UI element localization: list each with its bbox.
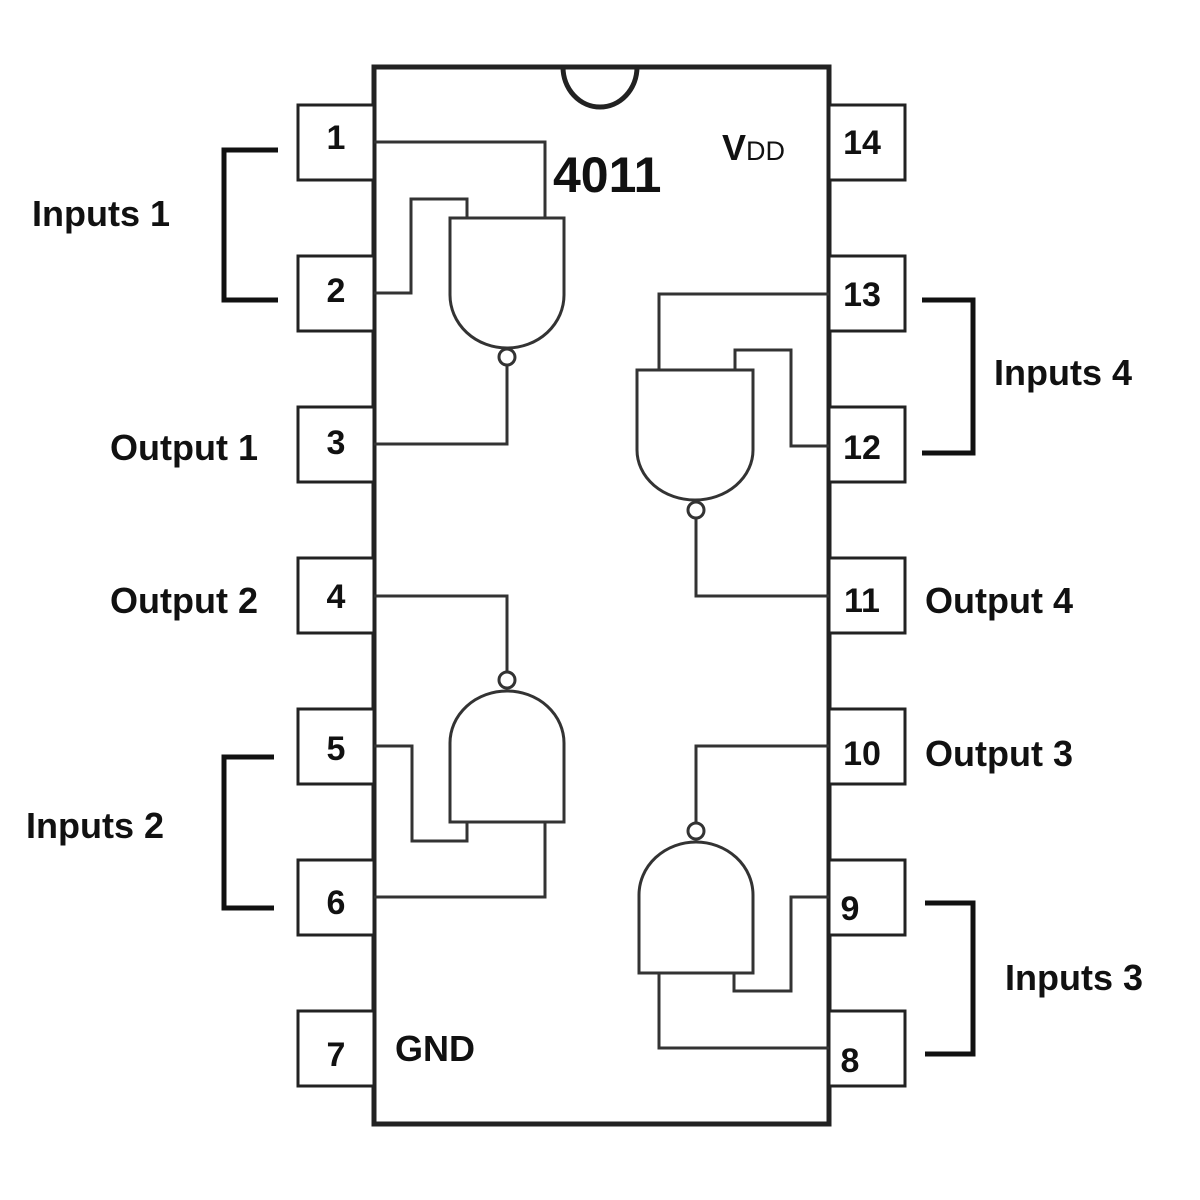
pin-9 [827, 858, 907, 937]
pin-number: 8 [841, 1042, 860, 1080]
pin-1 [296, 103, 376, 182]
pin-number: 3 [327, 424, 346, 462]
pin-14 [827, 103, 907, 182]
chip-notch [560, 66, 640, 110]
vdd-label: VDD [722, 127, 785, 168]
pin-number: 2 [327, 272, 346, 310]
bracket-inputs-1 [221, 147, 278, 303]
label-inputs-2: Inputs 2 [26, 805, 164, 846]
pin-number: 9 [841, 890, 860, 928]
pin-number: 5 [327, 730, 346, 768]
nand-gate-1 [374, 140, 566, 446]
pin-number: 10 [843, 735, 881, 773]
label-output-4: Output 4 [925, 580, 1073, 621]
pin-7 [296, 1009, 376, 1088]
bracket-inputs-3 [925, 900, 976, 1057]
pin-number: 11 [844, 582, 880, 620]
nand-gate-4 [635, 292, 829, 598]
pin-number: 13 [843, 276, 881, 314]
label-inputs-3: Inputs 3 [1005, 957, 1143, 998]
label-inputs-1: Inputs 1 [32, 193, 170, 234]
label-inputs-4: Inputs 4 [994, 352, 1132, 393]
label-output-1: Output 1 [110, 427, 258, 468]
nand-gate-3 [637, 744, 829, 1050]
pin-number: 6 [327, 884, 346, 922]
pin-number: 14 [843, 124, 881, 162]
pin-number: 1 [327, 119, 346, 157]
bracket-inputs-2 [221, 754, 274, 911]
pin-12 [827, 405, 907, 484]
pin-number: 12 [843, 429, 881, 467]
pin-number: 4 [327, 578, 346, 616]
pin-11 [827, 556, 907, 635]
right-pins: 14 13 12 11 10 9 8 [827, 103, 907, 1088]
bracket-inputs-4 [922, 297, 976, 456]
label-output-2: Output 2 [110, 580, 258, 621]
label-output-3: Output 3 [925, 733, 1073, 774]
pin-number: 7 [327, 1036, 346, 1074]
gnd-label: GND [395, 1028, 475, 1069]
part-number: 4011 [553, 147, 661, 203]
left-pins: 1 2 3 4 5 6 7 [296, 103, 376, 1088]
pin-2 [296, 254, 376, 333]
nand-gate-2 [374, 594, 566, 899]
